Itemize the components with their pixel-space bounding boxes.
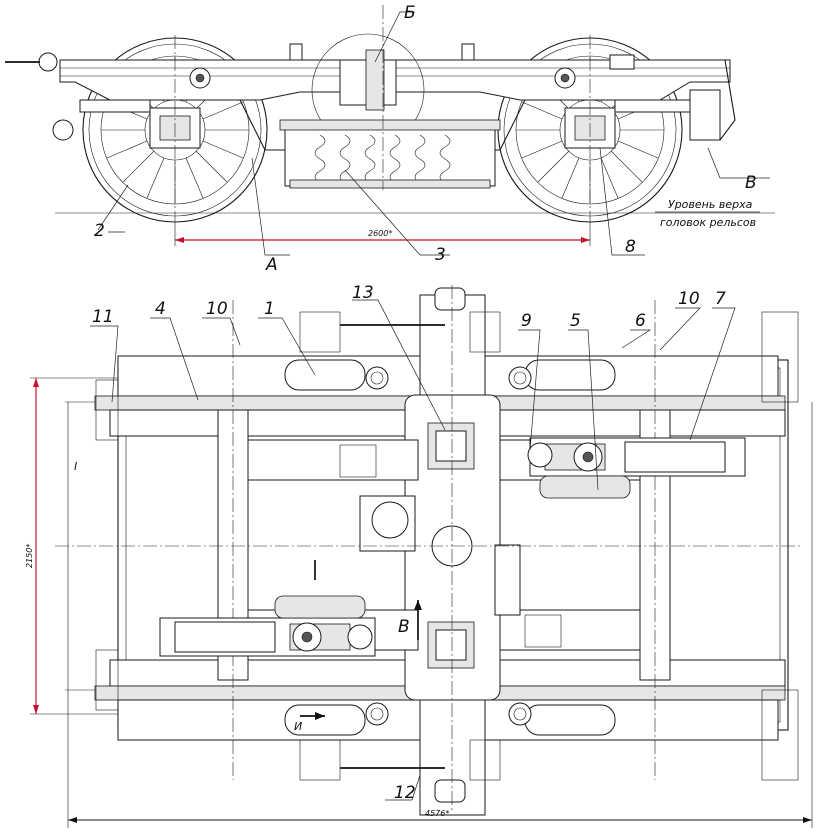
label-9: 9	[521, 311, 532, 331]
label-4: 4	[155, 299, 166, 319]
label-b-top: Б	[404, 3, 416, 23]
label-roman-one: I	[74, 460, 77, 473]
width-dimension: 2150*	[25, 377, 118, 715]
label-5: 5	[570, 311, 581, 331]
label-1: 1	[264, 299, 275, 319]
rail-level-note-1: Уровень верха	[668, 198, 753, 211]
label-6: 6	[635, 311, 646, 331]
label-v-side: В	[745, 173, 757, 193]
wheelbase-dimension: 2600*	[174, 222, 591, 246]
label-8-side: 8	[625, 237, 636, 257]
plan-view: 2150* 4576* 11	[25, 283, 813, 828]
central-spring-set	[279, 119, 501, 189]
label-a-side: А	[265, 255, 278, 275]
label-13: 13	[352, 283, 374, 303]
length-dim-text: 4576*	[425, 809, 449, 818]
label-i-plan: И	[294, 720, 302, 733]
label-7: 7	[715, 289, 726, 309]
label-11: 11	[92, 307, 114, 327]
label-10-right: 10	[678, 289, 700, 309]
drive-unit-top-right	[527, 437, 746, 499]
rail-level-note-2: головок рельсов	[660, 216, 756, 229]
length-dimension: 4576*	[67, 402, 813, 828]
plan-leaders	[90, 299, 736, 801]
label-3-side: 3	[435, 245, 446, 265]
side-leaders	[97, 11, 770, 256]
label-10-left: 10	[206, 299, 228, 319]
side-view: 2600* Б В А 2 3 8 Уровень верха головок …	[5, 3, 775, 275]
label-12: 12	[394, 783, 416, 803]
label-2-side: 2	[94, 221, 105, 241]
wheelbase-dim-text: 2600*	[368, 229, 392, 238]
width-dim-text: 2150*	[25, 544, 34, 568]
drive-unit-bottom-left	[159, 595, 376, 657]
label-v-plan: В	[398, 617, 410, 637]
bolster	[404, 287, 501, 816]
